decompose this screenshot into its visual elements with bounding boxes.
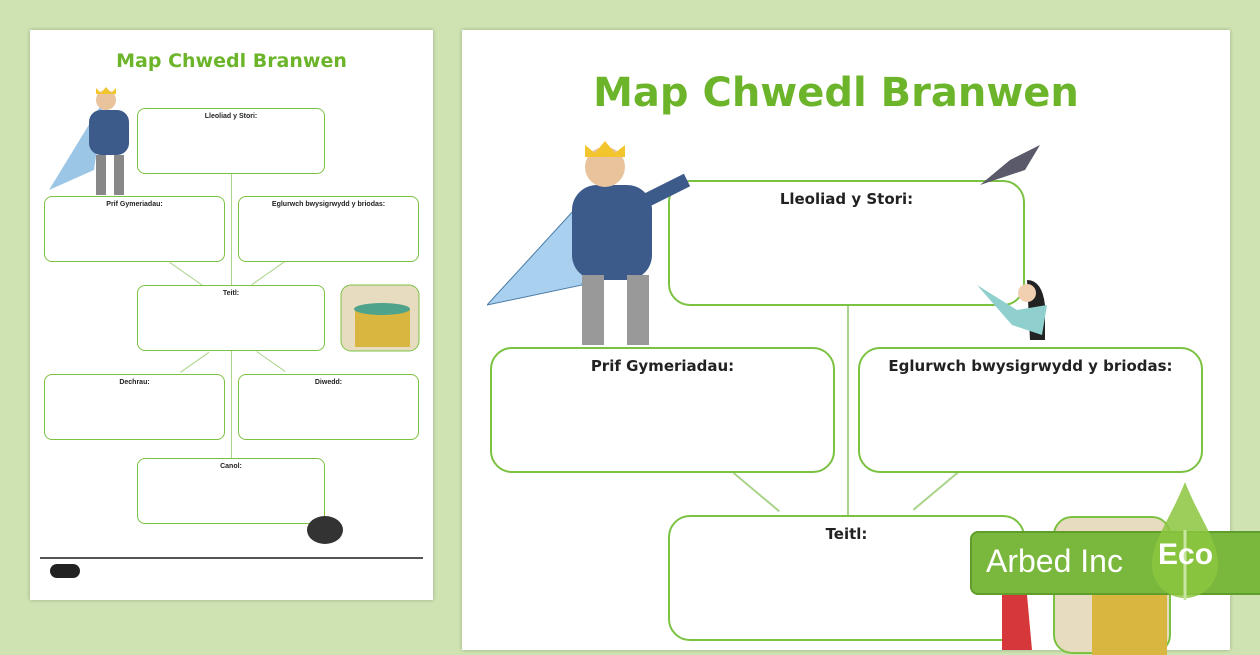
- worksheet-thumbnail: Map Chwedl Branwen Lleoliad y Stori: Pri…: [30, 30, 433, 600]
- middle-box[interactable]: Canol:: [137, 458, 325, 524]
- setting-box[interactable]: Lleoliad y Stori:: [137, 108, 325, 174]
- badge-text: Arbed Inc: [986, 543, 1123, 579]
- eco-leaf-icon: Eco: [1150, 480, 1220, 600]
- twinkl-logo: [50, 564, 80, 578]
- explain-box[interactable]: Eglurwch bwysigrwydd y briodas:: [238, 196, 419, 262]
- pot-illustration: [307, 516, 343, 544]
- king-illustration-large: [487, 141, 691, 345]
- page-title-large: Map Chwedl Branwen: [593, 70, 1079, 116]
- eco-label: Eco: [1158, 538, 1214, 571]
- setting-box-large[interactable]: Lleoliad y Stori:: [668, 180, 1025, 306]
- beginning-box[interactable]: Dechrau:: [44, 374, 225, 440]
- warrior-illustration: [1002, 595, 1032, 650]
- branwen-illustration: [977, 280, 1047, 340]
- king-illustration: [49, 87, 129, 195]
- bird-illustration: [980, 145, 1040, 185]
- title-box-large[interactable]: Teitl:: [668, 515, 1025, 641]
- end-box[interactable]: Diwedd:: [238, 374, 419, 440]
- title-box[interactable]: Teitl:: [137, 285, 325, 351]
- explain-box-large[interactable]: Eglurwch bwysigrwydd y briodas:: [858, 347, 1203, 473]
- cauldron-illustration: [340, 284, 420, 352]
- worksheet-preview: Map Chwedl Branwen Lleoliad y Stori: Pri…: [462, 30, 1230, 655]
- characters-box[interactable]: Prif Gymeriadau:: [44, 196, 225, 262]
- page-title: Map Chwedl Branwen: [116, 50, 347, 72]
- characters-box-large[interactable]: Prif Gymeriadau:: [490, 347, 835, 473]
